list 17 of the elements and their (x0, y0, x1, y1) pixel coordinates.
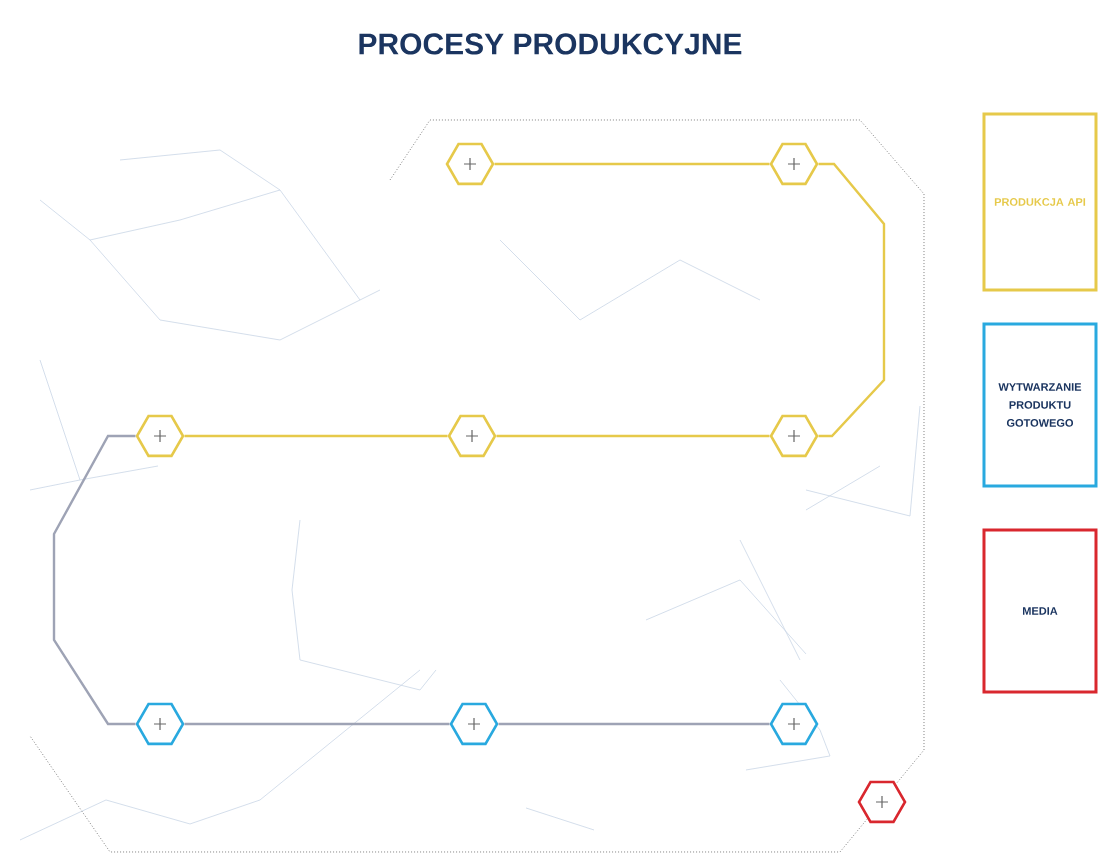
hexagon-marker (135, 702, 185, 746)
connector-line (52, 434, 136, 726)
title: PROCESY PRODUKCYJNE (359, 33, 742, 55)
hexagon-marker (769, 702, 819, 746)
connector-line (494, 162, 770, 166)
hexagon-marker (769, 142, 819, 186)
connector-line (818, 162, 886, 438)
hexagon-marker (135, 414, 185, 458)
hexagon-marker (857, 780, 907, 824)
hexagon-marker (447, 414, 497, 458)
hexagon-marker (449, 702, 499, 746)
connector-line (498, 722, 770, 726)
hexagon-marker (769, 414, 819, 458)
hexagon-marker (445, 142, 495, 186)
connector-line (184, 722, 450, 726)
connector-line (184, 434, 448, 438)
connector-line (496, 434, 770, 438)
